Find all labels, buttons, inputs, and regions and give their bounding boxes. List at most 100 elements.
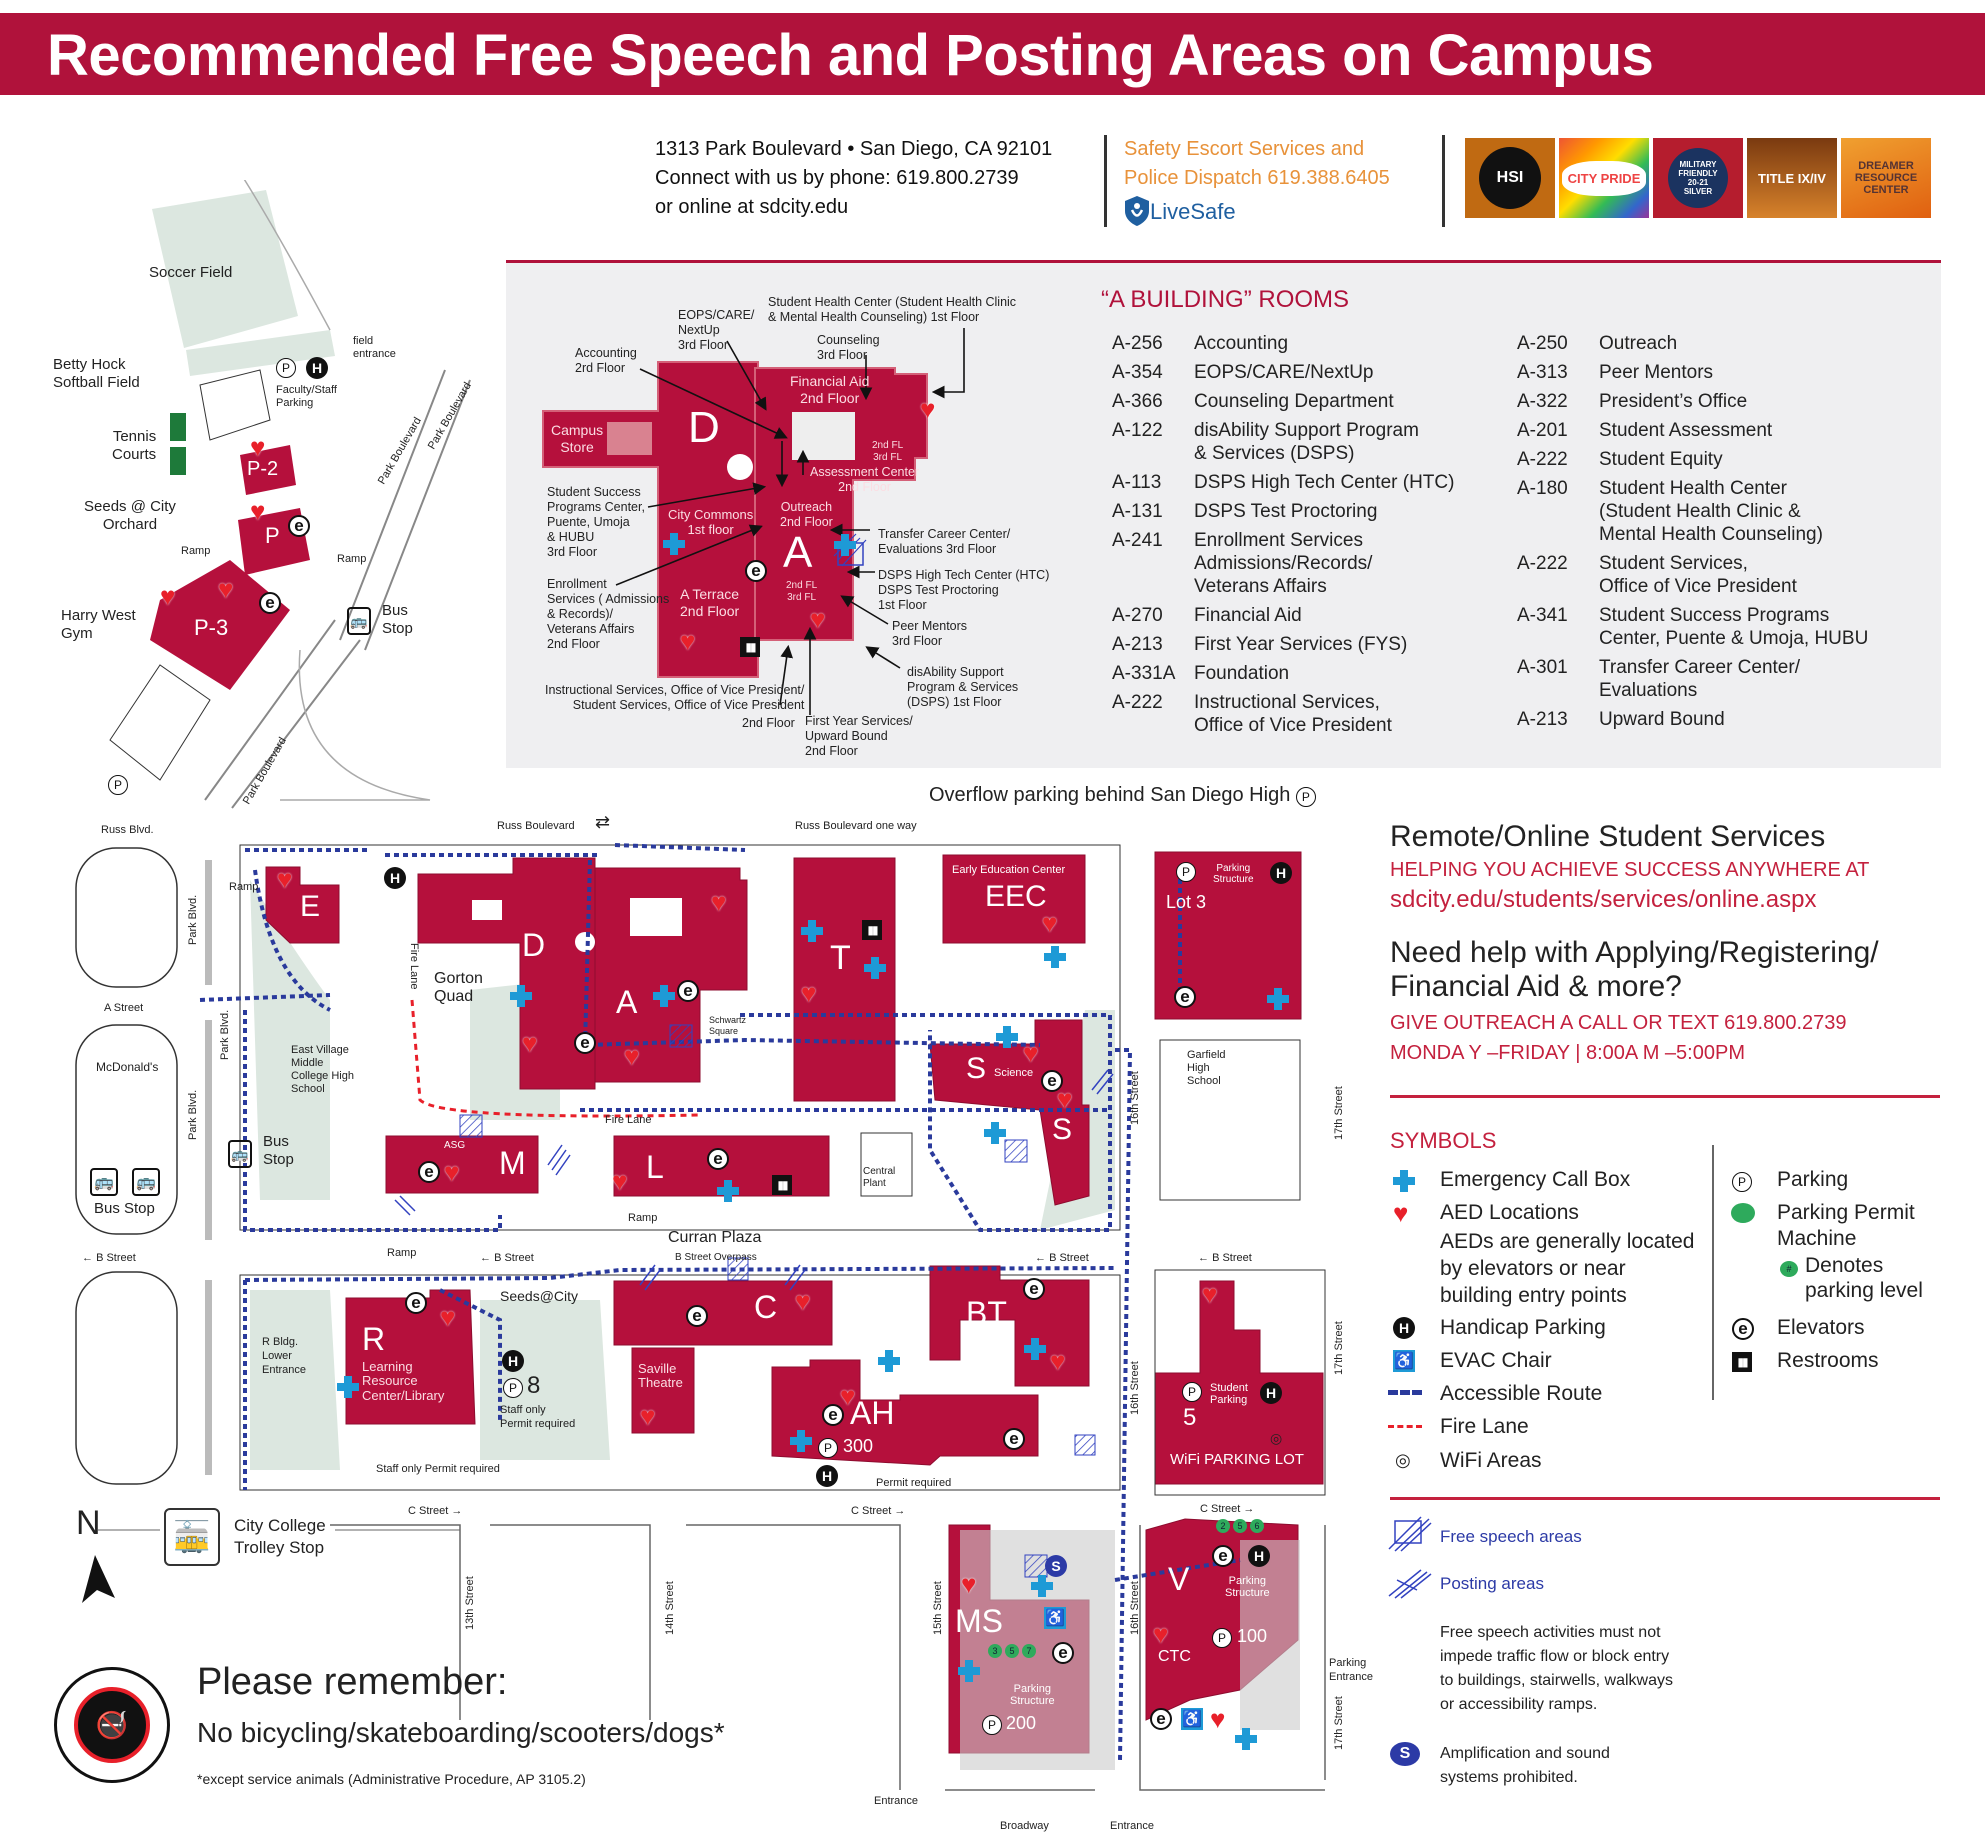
two-way-arrow-icon: ⇄: [595, 812, 611, 832]
label-building-ah: AH: [850, 1395, 895, 1431]
livesafe-logo: LiveSafe: [1124, 195, 1390, 227]
room-code: A-222: [1112, 692, 1163, 713]
symbol-handicap: Handicap Parking: [1440, 1316, 1606, 1339]
bus-icon: 🚌: [132, 1168, 160, 1196]
label-b-street-overpass: B Street Overpass: [675, 1252, 757, 1263]
divider: [1390, 1497, 1940, 1500]
remote-sub: HELPING YOU ACHIEVE SUCCESS ANYWHERE AT: [1390, 859, 1870, 881]
parking-icon: P: [503, 1378, 523, 1398]
label-parking-structure: Parking Structure: [1213, 863, 1254, 885]
label-a-terrace: A Terrace 2nd Floor: [680, 586, 740, 619]
elevator-icon: e: [1023, 1278, 1045, 1300]
north-arrow-icon: [82, 1555, 115, 1603]
no-smoking-icon: 🚭: [74, 1687, 150, 1763]
label-first-year: First Year Services/ Upward Bound 2nd Fl…: [805, 714, 913, 758]
divider: [1712, 1145, 1714, 1400]
room-name: Foundation: [1194, 663, 1290, 684]
circle-feature: [727, 454, 753, 480]
divider: [1390, 1095, 1940, 1098]
room-code: A-213: [1517, 709, 1568, 730]
parking-lot-russ: [75, 847, 178, 988]
amplification-prohibited-icon: S: [1045, 1555, 1067, 1577]
permit-machine-icon: [1731, 1203, 1755, 1223]
building-eec: [942, 854, 1086, 944]
label-faculty-parking: Faculty/Staff Parking: [276, 384, 337, 409]
room-code: A-180: [1517, 478, 1568, 499]
parking-level-badge: 3: [988, 1644, 1002, 1658]
label-building-s: S: [966, 1052, 987, 1085]
label-eec-sub: Early Education Center: [952, 864, 1066, 876]
call-box-icon: [1044, 946, 1066, 968]
room-name: Student Assessment: [1599, 420, 1773, 441]
label-student-parking: Student Parking: [1210, 1382, 1248, 1407]
call-box-icon: [984, 1122, 1006, 1144]
building-ah: [771, 1359, 1039, 1466]
handicap-parking-icon: H: [1248, 1545, 1270, 1567]
p3-lot: [150, 560, 290, 690]
label-disability: disAbility Support Program & Services (D…: [907, 665, 1019, 709]
elevator-icon: e: [1150, 1708, 1172, 1730]
label-c-street: C Street →: [408, 1505, 463, 1517]
label-building-r: R: [362, 1321, 386, 1357]
room-name: disAbility Support Program & Services (D…: [1194, 420, 1419, 464]
aed-heart-icon: ♥: [440, 1302, 456, 1332]
label-b-street: ← B Street: [1198, 1252, 1252, 1264]
lot-5: [1154, 1280, 1324, 1485]
call-box-icon: [864, 957, 886, 979]
call-box-icon: [1024, 1338, 1046, 1360]
room-name: Instructional Services, Office of Vice P…: [1194, 692, 1392, 736]
label-building-s: S: [1052, 1113, 1073, 1146]
room-code: A-250: [1517, 333, 1568, 354]
label-lrc: Learning Resource Center/Library: [362, 1359, 445, 1403]
label-p3: P-3: [194, 615, 229, 640]
wifi-icon: ◎: [1270, 1430, 1283, 1446]
aed-heart-icon: ♥: [795, 1286, 811, 1316]
divider: [1442, 135, 1445, 227]
room-code: A-313: [1517, 362, 1568, 383]
aed-heart-icon: ♥: [522, 1028, 538, 1058]
symbol-wifi: WiFi Areas: [1440, 1449, 1542, 1472]
label-city-commons: City Commons 1st floor: [668, 507, 754, 537]
label-east-village: East Village Middle College High School: [291, 1044, 354, 1095]
symbol-aed: AED Locations: [1440, 1201, 1579, 1224]
label-tennis: Tennis Courts: [112, 428, 157, 463]
soccer-field: [152, 190, 298, 348]
aed-heart-icon: ♥: [1050, 1346, 1066, 1376]
label-eops: EOPS/CARE/ NextUp 3rd Floor: [678, 308, 755, 352]
help-heading: Need help with Applying/Registering/ Fin…: [1390, 936, 1879, 1003]
label-peer-mentors: Peer Mentors 3rd Floor: [892, 619, 968, 648]
label-building-v: V: [1168, 1561, 1190, 1597]
room-name: Student Services, Office of Vice Preside…: [1599, 553, 1797, 597]
posting-area-icon: [1388, 1569, 1432, 1599]
restroom-icon: ▮▮: [862, 920, 882, 940]
elevator-icon: e: [822, 1404, 844, 1426]
room-name: President’s Office: [1599, 391, 1748, 412]
call-box-icon: [663, 533, 685, 555]
outreach-hours: MONDA Y –FRIDAY | 8:00A M –5:00PM: [1390, 1042, 1745, 1064]
label-lot-3: Lot 3: [1166, 892, 1207, 912]
label-asg: ASG: [444, 1140, 466, 1151]
logo-strip: HSI CITY PRIDE MILITARY FRIENDLY 20-21 S…: [1465, 138, 1931, 218]
arrow: [726, 340, 767, 411]
military-friendly-logo: MILITARY FRIENDLY 20-21 SILVER: [1653, 138, 1743, 218]
label-counseling: Counseling 3rd Floor: [817, 333, 880, 362]
label-a-street: A Street: [104, 1002, 144, 1014]
label-seeds-city: Seeds@City: [500, 1288, 579, 1304]
label-b-street: ← B Street: [1035, 1252, 1089, 1264]
elevator-icon: e: [574, 1032, 596, 1054]
remote-url[interactable]: sdcity.edu/students/services/online.aspx: [1390, 886, 1817, 913]
parking-level-badge: 7: [1022, 1644, 1036, 1658]
label-central-plant: Central Plant: [863, 1166, 896, 1189]
elevator-icon: e: [1212, 1545, 1234, 1567]
parking-icon: P: [1182, 1382, 1202, 1402]
page-title: Recommended Free Speech and Posting Area…: [47, 23, 1654, 88]
label-assessment: Assessment Center 2nd Floor: [810, 465, 920, 494]
aed-heart-icon: ♥: [218, 574, 234, 604]
label-c-street: C Street →: [1200, 1503, 1255, 1515]
